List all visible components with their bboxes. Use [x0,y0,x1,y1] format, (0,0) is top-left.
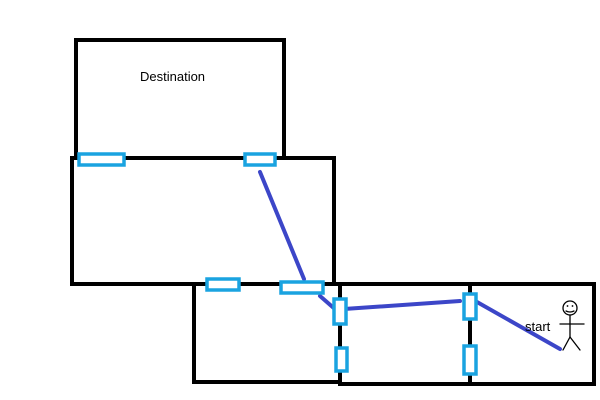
door [205,277,241,292]
door [77,152,126,167]
route-path [258,170,562,351]
door [462,292,478,321]
door [332,297,348,326]
door [243,152,277,167]
room-middle-hall [70,156,336,286]
stick-figure-icon [559,300,585,351]
route-segment [475,300,562,351]
room-lower-left [192,282,342,384]
route-segment [342,299,462,311]
room-start [468,282,596,386]
door [279,280,325,295]
door [462,344,478,376]
door [334,346,349,373]
route-segment [258,170,306,281]
start-label: start [525,319,551,334]
destination-label: Destination [140,69,205,84]
room-destination [74,38,286,160]
room-lower-middle [338,282,472,386]
